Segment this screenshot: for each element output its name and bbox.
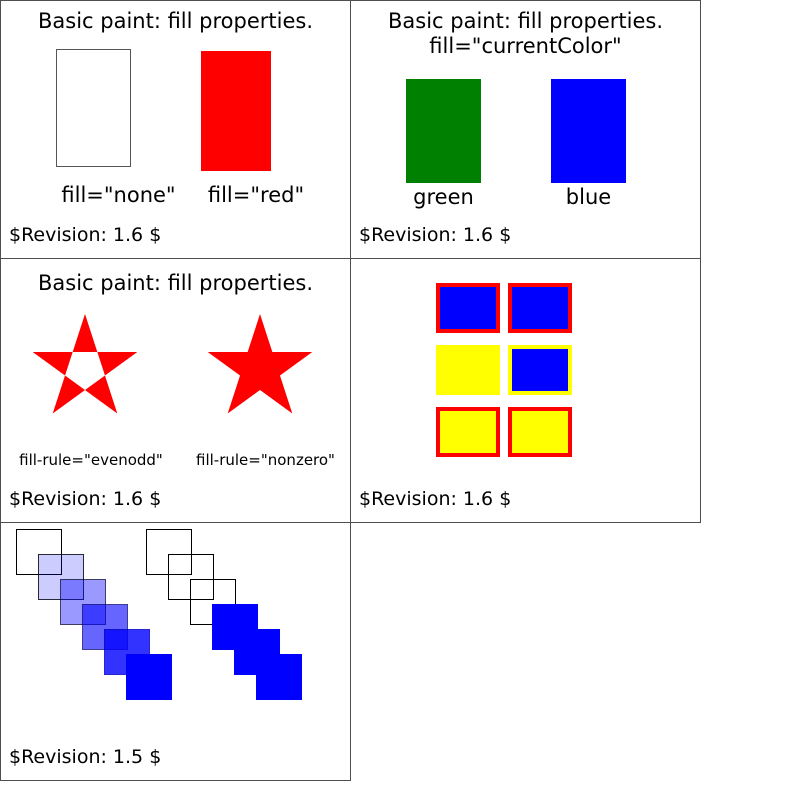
- fill-none-rect: [56, 49, 131, 167]
- revision-text: $Revision: 1.6 $: [359, 224, 512, 246]
- paint-grid-rect: [436, 345, 500, 395]
- current-color-blue-rect: [551, 79, 626, 183]
- test-cell-stroke-fill-grid: $Revision: 1.6 $: [350, 258, 701, 523]
- cell-subtitle: fill="currentColor": [429, 34, 622, 58]
- fill-red-label: fill="red": [207, 183, 305, 207]
- opacity-square: [146, 529, 192, 575]
- paint-grid-rect: [436, 407, 500, 457]
- cell-title: Basic paint: fill properties.: [37, 271, 313, 295]
- revision-text: $Revision: 1.6 $: [9, 224, 162, 246]
- test-cell-fill-opacity: $Revision: 1.5 $: [0, 522, 351, 781]
- opacity-square: [256, 654, 302, 700]
- test-cell-current-color: Basic paint: fill properties. fill="curr…: [350, 0, 701, 259]
- paint-grid-rect: [436, 283, 500, 333]
- evenodd-star: [32, 314, 138, 414]
- opacity-square: [38, 554, 84, 600]
- opacity-cascade-binary: [146, 529, 326, 709]
- paint-grid: [436, 283, 572, 457]
- paint-grid-rect: [508, 283, 572, 333]
- nonzero-star: [207, 314, 313, 414]
- opacity-square: [126, 654, 172, 700]
- green-label: green: [413, 185, 474, 209]
- opacity-square: [16, 529, 62, 575]
- opacity-cascade-gradient: [16, 529, 196, 709]
- current-color-green-rect: [406, 79, 481, 183]
- fill-red-rect: [201, 51, 271, 171]
- evenodd-label: fill-rule="evenodd": [19, 451, 163, 469]
- revision-text: $Revision: 1.6 $: [9, 488, 162, 510]
- opacity-square: [168, 554, 214, 600]
- nonzero-label: fill-rule="nonzero": [196, 451, 335, 469]
- cell-title: Basic paint: fill properties.: [387, 9, 663, 33]
- revision-text: $Revision: 1.6 $: [359, 488, 512, 510]
- test-cell-fill-basic: Basic paint: fill properties. fill="none…: [0, 0, 351, 259]
- fill-none-label: fill="none": [61, 183, 176, 207]
- paint-grid-rect: [508, 407, 572, 457]
- paint-grid-rect: [508, 345, 572, 395]
- revision-text: $Revision: 1.5 $: [9, 746, 162, 768]
- test-cell-fill-rule: Basic paint: fill properties. fill-rule=…: [0, 258, 351, 523]
- blue-label: blue: [565, 185, 612, 209]
- cell-title: Basic paint: fill properties.: [37, 9, 313, 33]
